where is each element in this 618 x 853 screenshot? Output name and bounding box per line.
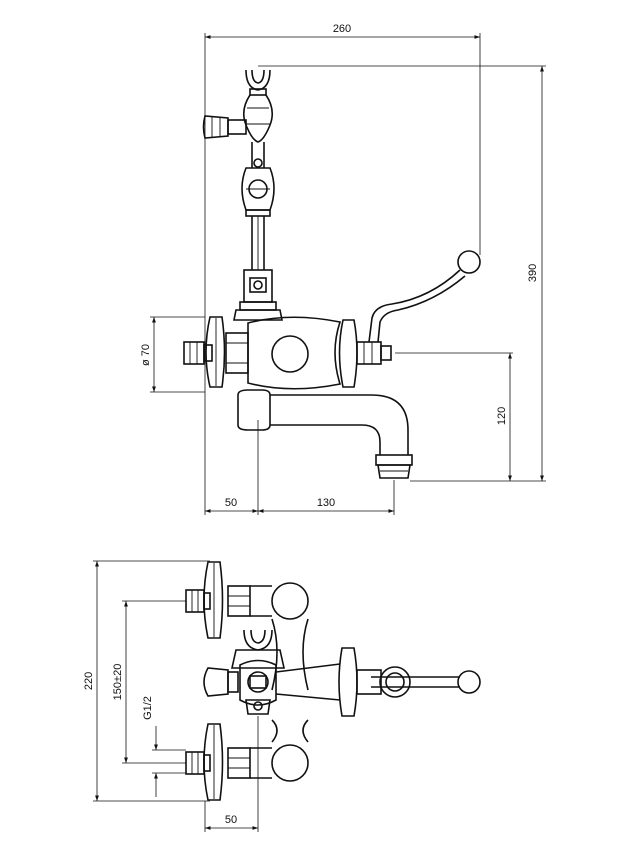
dim-label-g1-2: G1/2 (142, 696, 154, 720)
dim-label-130: 130 (317, 497, 335, 509)
bottom-view-extension-lines (93, 560, 259, 832)
mixer-body (183, 316, 392, 390)
riser-pipe (241, 142, 275, 270)
body-column (271, 618, 309, 743)
lower-inlet (185, 723, 309, 801)
bottom-view-dimension-lines (95, 561, 258, 830)
dim-label-dia-70: ø 70 (140, 344, 152, 366)
shower-holder-hook (242, 69, 274, 143)
front-view: 260 390 ø 70 120 50 130 (140, 23, 546, 515)
top-view-extension-lines (150, 33, 546, 515)
dim-label-50-bottom: 50 (225, 814, 237, 826)
top-down-view: 220 150±20 G1/2 50 (83, 560, 481, 832)
dim-label-50-top: 50 (225, 497, 237, 509)
dim-label-120: 120 (496, 407, 508, 425)
center-hook (203, 629, 341, 715)
top-view-dimension-lines (152, 35, 544, 513)
dim-label-150-20: 150±20 (112, 664, 124, 701)
dim-label-390: 390 (527, 264, 539, 282)
diverter-valve (233, 269, 283, 321)
spout (237, 389, 413, 479)
lever-top-view (338, 647, 481, 717)
riser-side-knob (202, 115, 247, 139)
dim-label-260: 260 (333, 23, 351, 35)
upper-inlet (185, 561, 309, 639)
lever-handle (368, 250, 481, 343)
dim-label-220: 220 (83, 672, 95, 690)
